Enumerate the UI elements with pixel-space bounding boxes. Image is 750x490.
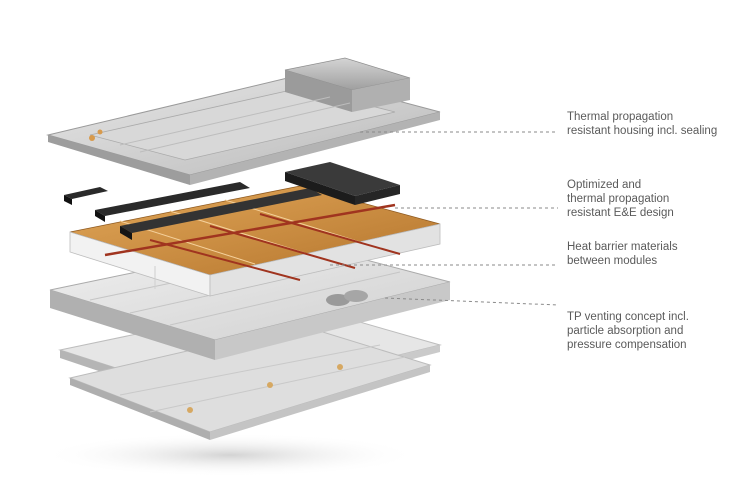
housing-lid — [46, 57, 441, 185]
heat-barrier-lines — [104, 203, 401, 281]
label-housing: Thermal propagation resistant housing in… — [567, 111, 718, 137]
leader-line-venting — [384, 297, 559, 306]
label-ee-design: Optimized and thermal propagation resist… — [567, 179, 674, 219]
label-venting: TP venting concept incl. particle absorp… — [567, 311, 689, 351]
busbar-ee-assembly — [64, 162, 400, 240]
label-heat-barrier: Heat barrier materials between modules — [567, 241, 678, 267]
floor-shadow — [40, 433, 420, 477]
leader-lines — [330, 131, 559, 306]
